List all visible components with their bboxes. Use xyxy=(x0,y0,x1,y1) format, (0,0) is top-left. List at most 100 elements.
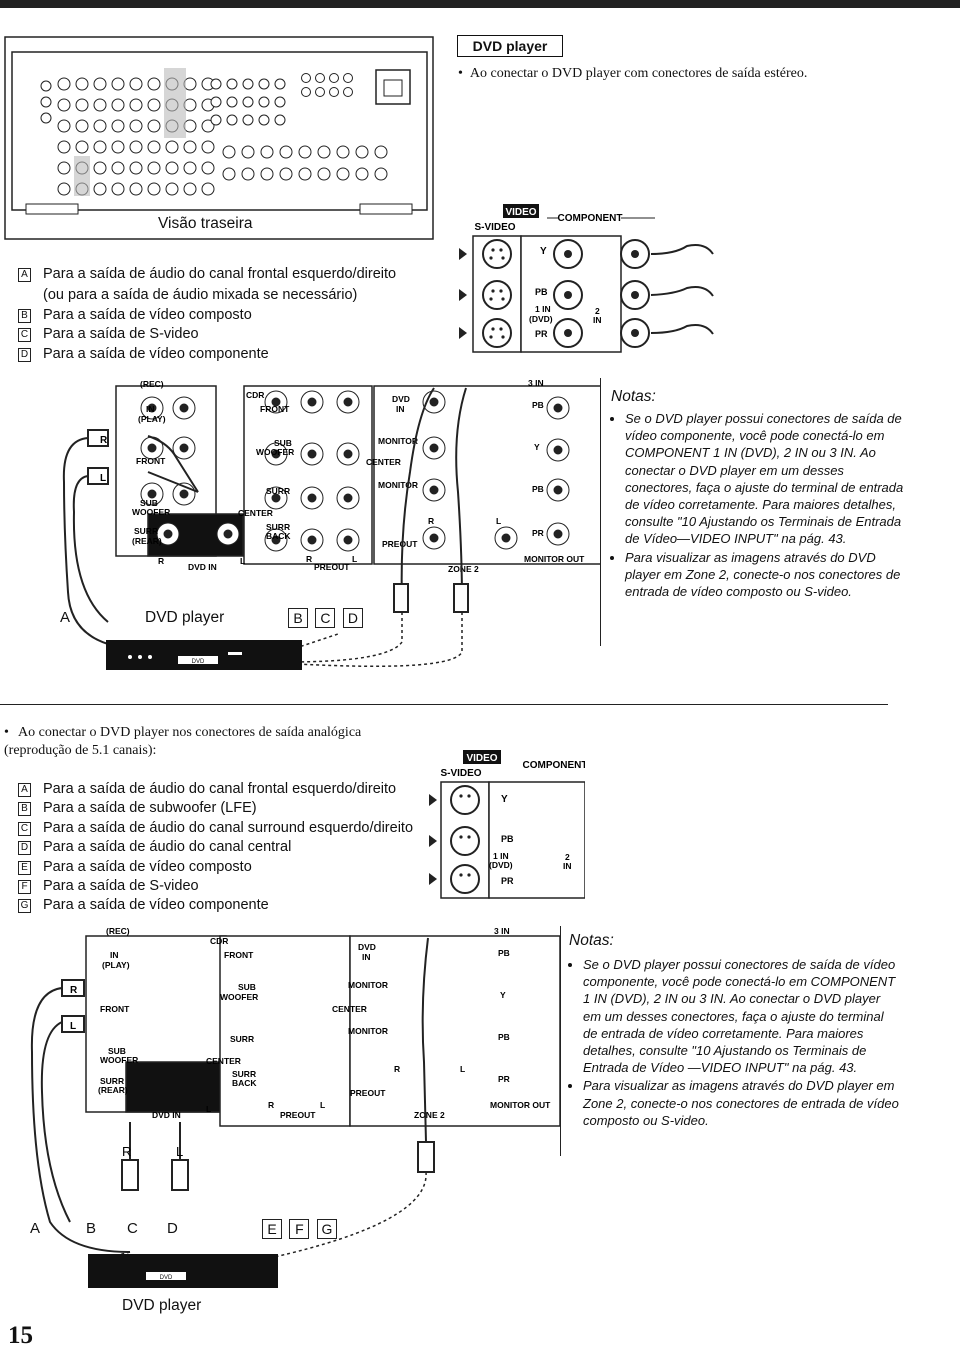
rear-jack xyxy=(57,119,71,133)
rear-jack xyxy=(210,114,222,126)
rear-jack xyxy=(343,87,353,97)
jack-center xyxy=(343,535,353,545)
svg-text:IN: IN xyxy=(362,952,371,962)
key-c: C xyxy=(18,328,31,343)
note-item: Para visualizar as imagens através do DV… xyxy=(583,1077,899,1129)
rear-jack xyxy=(183,140,197,154)
speaker-terminal xyxy=(279,167,293,181)
svg-text:CDR: CDR xyxy=(246,390,264,400)
rear-jack xyxy=(183,161,197,175)
svg-text:PB: PB xyxy=(532,400,544,410)
rear-jack xyxy=(129,161,143,175)
speaker-terminal xyxy=(222,145,236,159)
svg-text:L: L xyxy=(496,516,501,526)
speaker-terminal xyxy=(298,145,312,159)
svg-text:2: 2 xyxy=(565,852,570,862)
svg-text:SURR: SURR xyxy=(232,1069,256,1079)
jack-center xyxy=(307,535,317,545)
rear-jack xyxy=(329,87,339,97)
svg-text:L: L xyxy=(70,1021,76,1032)
svg-text:BACK: BACK xyxy=(266,531,291,541)
svg-text:CDR: CDR xyxy=(210,936,228,946)
speaker-terminal xyxy=(336,145,350,159)
rear-jack xyxy=(165,161,179,175)
note-item: Para visualizar as imagens através do DV… xyxy=(625,549,911,601)
svg-text:PREOUT: PREOUT xyxy=(314,562,350,572)
speaker-terminal xyxy=(260,145,274,159)
rear-jack xyxy=(201,161,215,175)
svg-text:R: R xyxy=(306,554,312,564)
svg-text:Y: Y xyxy=(540,246,547,257)
svg-text:PB: PB xyxy=(532,484,544,494)
rear-jack xyxy=(258,114,270,126)
svg-text:(REAR): (REAR) xyxy=(98,1085,128,1095)
jack-center xyxy=(307,493,317,503)
rear-jack xyxy=(129,98,143,112)
svg-text:SURR: SURR xyxy=(266,522,290,532)
jack-center xyxy=(553,529,563,539)
bullet-stereo-text: Ao conectar o DVD player com conectores … xyxy=(469,66,808,81)
jack-center xyxy=(307,397,317,407)
svg-text:R: R xyxy=(100,435,108,446)
rear-jack xyxy=(242,78,254,90)
video-input-panel-1: VIDEO S-VIDEO COMPONENT Y PB 1 IN (DVD) … xyxy=(459,204,714,353)
svg-text:PR: PR xyxy=(532,528,544,538)
svg-text:MONITOR: MONITOR xyxy=(348,980,388,990)
rear-jack xyxy=(75,140,89,154)
svg-text:L: L xyxy=(320,1100,325,1110)
diagram1-label-a: A xyxy=(60,609,71,626)
rear-view-label: Visão traseira xyxy=(158,215,253,232)
rear-jack xyxy=(111,161,125,175)
diagram1-labels-bcd: B C D xyxy=(288,608,363,628)
svg-text:L: L xyxy=(460,1064,465,1074)
jack-center xyxy=(223,529,233,539)
rear-jack xyxy=(165,140,179,154)
svg-text:VIDEO: VIDEO xyxy=(466,753,497,764)
svg-text:MONITOR OUT: MONITOR OUT xyxy=(524,554,585,564)
diagram2-label-c: C xyxy=(127,1220,138,1237)
jack-center xyxy=(429,397,439,407)
rear-jack xyxy=(93,182,107,196)
jack-center xyxy=(147,403,157,413)
svg-text:WOOFER: WOOFER xyxy=(132,507,170,517)
svg-text:3 IN: 3 IN xyxy=(494,926,510,936)
speaker-terminal xyxy=(317,167,331,181)
svg-text:SUB: SUB xyxy=(238,982,256,992)
svg-text:MONITOR: MONITOR xyxy=(378,480,418,490)
diagram2-dvd-player-label: DVD player xyxy=(122,1297,202,1314)
svg-text:(DVD): (DVD) xyxy=(489,860,513,870)
rear-jack xyxy=(129,182,143,196)
section-divider xyxy=(0,704,888,705)
jack-center xyxy=(163,529,173,539)
rear-jack xyxy=(93,161,107,175)
diagram2-labels-efg: E F G xyxy=(262,1219,337,1239)
connection-diagram-1: (REC) IN (PLAY) CDR FRONT FRONT SUB WOOF… xyxy=(48,372,600,674)
rear-view-illustration xyxy=(4,36,434,240)
jack-center xyxy=(271,397,281,407)
diagram1-label-d: D xyxy=(342,608,363,628)
bullet-stereo: • Ao conectar o DVD player com conectore… xyxy=(458,66,808,81)
svg-text:PB: PB xyxy=(498,1032,510,1042)
rear-jack xyxy=(242,114,254,126)
rear-jack xyxy=(210,96,222,108)
svg-text:L: L xyxy=(100,473,106,484)
svg-text:PR: PR xyxy=(535,329,548,339)
jack-center xyxy=(429,485,439,495)
svg-text:IN: IN xyxy=(563,861,572,871)
rear-jack xyxy=(57,182,71,196)
svg-text:Y: Y xyxy=(500,990,506,1000)
jack-center xyxy=(429,533,439,543)
diagram2-label-f: F xyxy=(289,1219,310,1239)
svg-text:DVD: DVD xyxy=(392,394,410,404)
svg-text:BACK: BACK xyxy=(232,1078,257,1088)
svg-text:IN: IN xyxy=(110,950,119,960)
note-item: Se o DVD player possui conectores de saí… xyxy=(583,956,899,1076)
rear-jack xyxy=(201,182,215,196)
jack-center xyxy=(553,445,563,455)
rear-jack xyxy=(111,140,125,154)
